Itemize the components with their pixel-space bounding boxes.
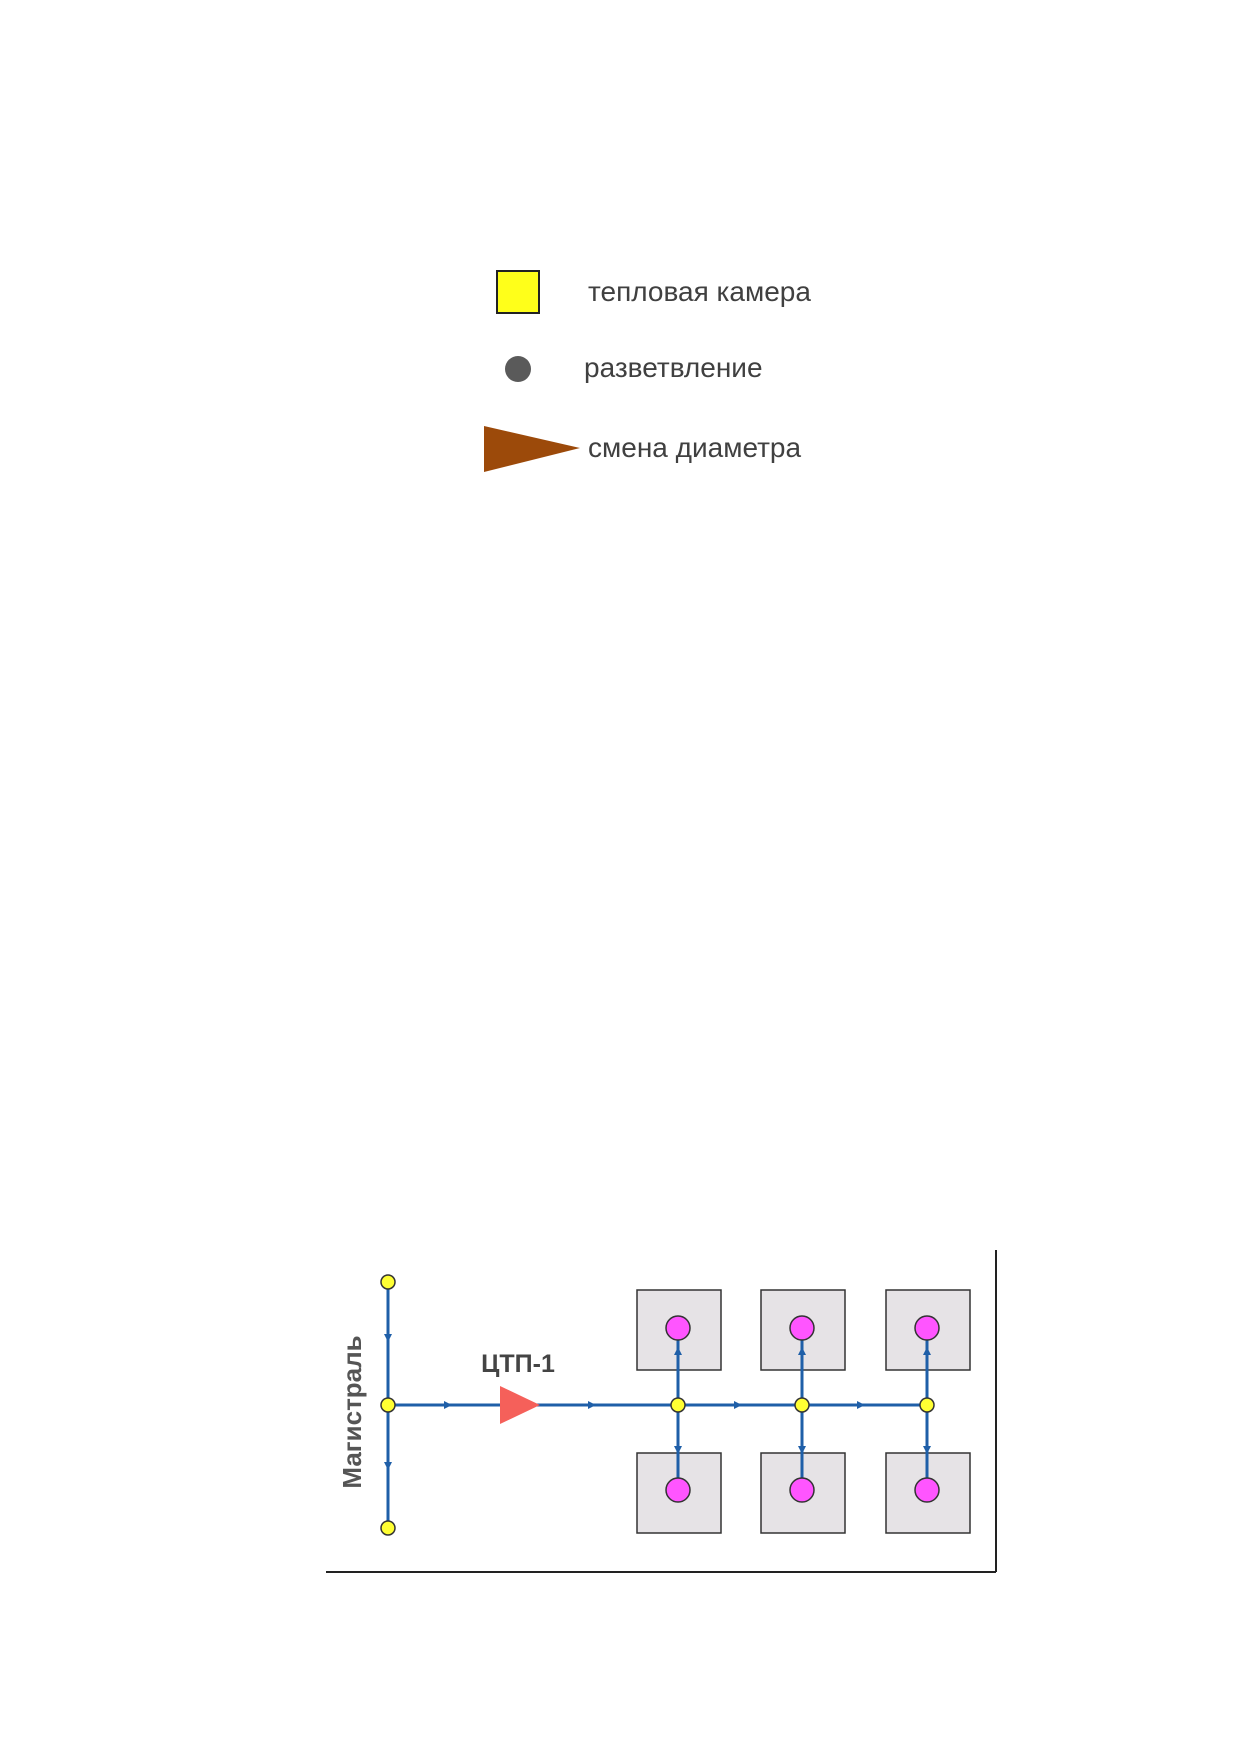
- legend-label-branch: разветвление: [584, 352, 763, 383]
- station-triangle-icon: [500, 1386, 540, 1424]
- junction-node: [380, 1397, 396, 1413]
- flow-arrow-icon: [923, 1347, 931, 1355]
- flow-arrow-icon: [384, 1334, 392, 1342]
- flow-arrow-icon: [674, 1347, 682, 1355]
- legend-label-heat-chamber: тепловая камера: [588, 276, 811, 307]
- consumer-node: [789, 1477, 815, 1503]
- consumers: [665, 1315, 940, 1503]
- junction-node: [670, 1397, 686, 1413]
- consumer-node: [665, 1477, 691, 1503]
- heat-chamber-icon: [496, 270, 540, 314]
- flow-arrow-icon: [798, 1347, 806, 1355]
- consumer-node: [914, 1477, 940, 1503]
- heat-network-scheme: ЦТП-1 Магистраль: [326, 1250, 997, 1573]
- branch-icon: [505, 356, 531, 382]
- junction-node: [380, 1274, 396, 1290]
- consumer-node: [914, 1315, 940, 1341]
- flow-arrows: [384, 1334, 931, 1470]
- junction-node: [794, 1397, 810, 1413]
- consumer-node: [665, 1315, 691, 1341]
- flow-arrow-icon: [444, 1401, 452, 1409]
- flow-arrow-icon: [923, 1446, 931, 1454]
- main-line-label: Магистраль: [337, 1335, 367, 1488]
- flow-arrow-icon: [857, 1401, 865, 1409]
- station-label: ЦТП-1: [481, 1350, 555, 1378]
- diameter-change-icon: [484, 426, 580, 472]
- flow-arrow-icon: [798, 1446, 806, 1454]
- junction-nodes: [380, 1274, 935, 1536]
- flow-arrow-icon: [734, 1401, 742, 1409]
- consumer-node: [789, 1315, 815, 1341]
- flow-arrow-icon: [588, 1401, 596, 1409]
- flow-arrow-icon: [384, 1462, 392, 1470]
- junction-node: [380, 1520, 396, 1536]
- legend-label-diameter-change: смена диаметра: [588, 432, 802, 463]
- junction-node: [919, 1397, 935, 1413]
- flow-arrow-icon: [674, 1446, 682, 1454]
